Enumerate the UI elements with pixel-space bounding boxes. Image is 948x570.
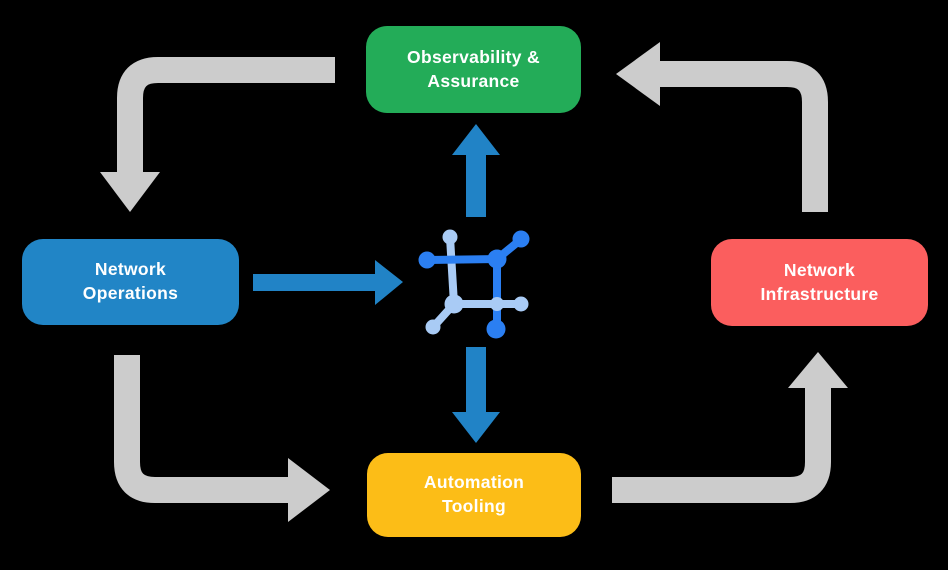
icon-node [444,294,464,314]
icon-dark-branch [424,254,501,327]
node-label-line: Infrastructure [760,283,879,304]
node-network-infrastructure: Network Infrastructure [711,239,928,326]
cycle-arrow-top-right-head [616,42,660,106]
node-label-line: Network [783,259,856,280]
cycle-arrow-bottom-left-head [288,458,330,522]
flow-arrow-platform-to-automation [452,347,500,443]
icon-node [490,297,504,311]
node-observability-assurance: Observability & Assurance [366,26,581,113]
node-label-line: Network [94,259,167,280]
node-automation-tooling: Automation Tooling [367,453,581,537]
icon-node [442,229,458,245]
cycle-arrow-top-left [117,57,335,174]
cycle-arrow-top-left-head [100,172,160,212]
flow-arrow-operations-to-platform [253,260,403,305]
node-label-line: Tooling [442,496,506,516]
icon-node [487,249,507,269]
icon-node [486,319,506,339]
cycle-arrow-bottom-right-head [788,352,848,388]
network-platform-icon [418,229,530,339]
cycle-arrow-top-right [658,61,828,212]
icon-node [512,230,530,248]
node-label-line: Assurance [427,70,520,91]
flow-arrows [253,124,500,443]
node-network-operations: Network Operations [22,239,239,325]
icon-node [418,251,436,269]
node-label-line: Automation [423,472,525,493]
cycle-arrows [100,42,848,522]
cycle-arrow-bottom-right [612,386,831,503]
cycle-arrow-bottom-left [114,355,290,503]
flow-arrow-platform-to-observability [452,124,500,217]
icon-node [513,296,529,312]
node-label-line: Observability & [407,46,540,67]
node-label-line: Operations [82,283,179,303]
icon-node [425,319,441,335]
